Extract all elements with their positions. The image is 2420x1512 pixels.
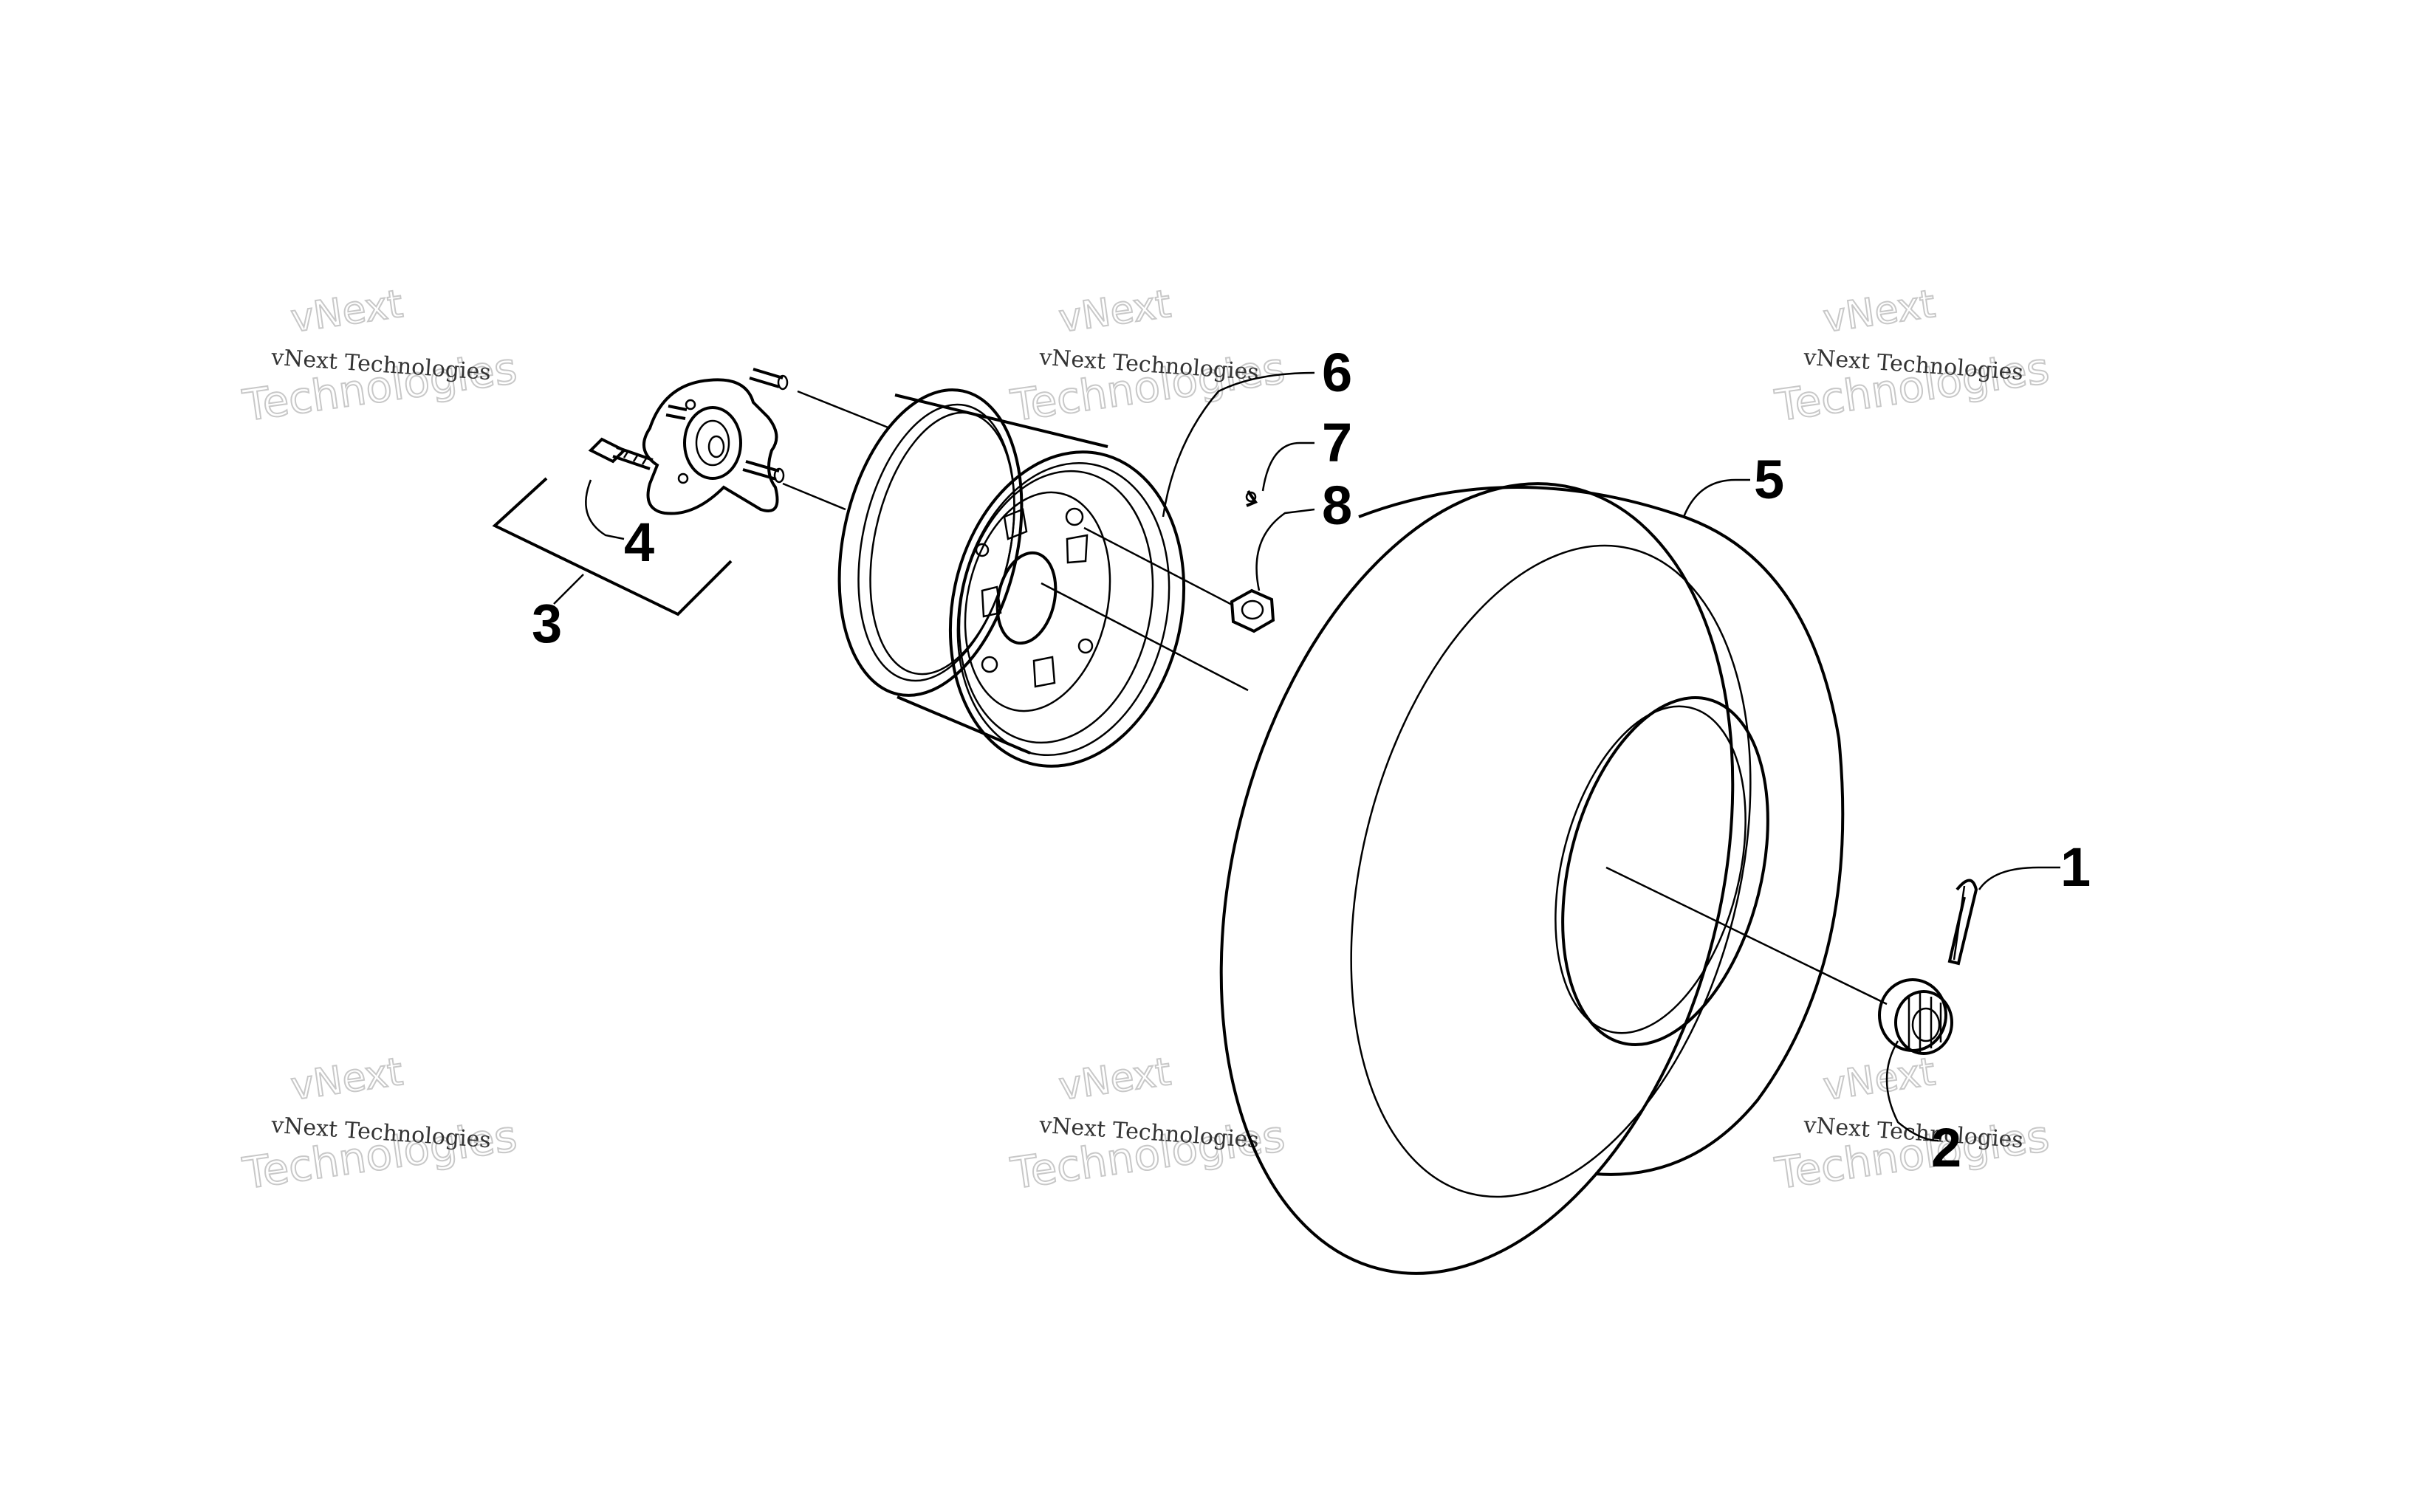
watermark-top-center: vNext Technologies vNext Technologies [1007, 281, 1288, 432]
cotter-pin [1947, 879, 1978, 966]
watermark-top: vNext [1820, 282, 1938, 342]
guide-line-axle [1041, 582, 1249, 692]
watermark-top: vNext [1056, 282, 1173, 342]
callout-2: 2 [1931, 1117, 1961, 1178]
callout-5: 5 [1754, 449, 1784, 510]
rim [837, 388, 1186, 768]
leader-1 [1978, 866, 2060, 890]
lug-nut [1230, 588, 1275, 633]
guide-line-nut [1083, 526, 1234, 607]
callout-7: 7 [1322, 412, 1352, 473]
callout-3: 3 [532, 593, 562, 654]
callout-6: 6 [1322, 342, 1352, 403]
guide-line-tire [1605, 866, 1888, 1006]
watermark-bottom-right: vNext Technologies vNext Technologies [1771, 1049, 2052, 1200]
leader-2 [1885, 1040, 1939, 1142]
leader-8 [1255, 508, 1315, 591]
callout-8: 8 [1322, 475, 1352, 536]
hub-studs [665, 368, 789, 484]
leader-6 [1162, 371, 1315, 518]
leader-4 [585, 479, 625, 540]
callout-4: 4 [624, 512, 654, 573]
guide-line-upper [797, 390, 891, 430]
watermark-top-left: vNext Technologies vNext Technologies [239, 281, 520, 432]
tire [1219, 482, 1845, 1275]
callout-1: 1 [2060, 836, 2091, 898]
watermark-top: vNext [288, 282, 405, 342]
axle-nut [1878, 978, 1953, 1055]
watermark-bottom-left: vNext Technologies vNext Technologies [239, 1049, 520, 1200]
bracket-3 [492, 477, 733, 616]
watermark-top: vNext [1056, 1050, 1173, 1110]
leader-3 [553, 574, 584, 605]
leader-5 [1682, 478, 1750, 518]
hub-bolt [588, 437, 654, 470]
leader-7 [1261, 441, 1314, 492]
watermark-top-right: vNext Technologies vNext Technologies [1771, 281, 2052, 432]
valve-stem [1245, 489, 1258, 507]
watermark-top: vNext [288, 1050, 405, 1110]
hub [642, 368, 789, 515]
guide-line-lower [782, 482, 846, 511]
watermark-top: vNext [1820, 1050, 1938, 1110]
